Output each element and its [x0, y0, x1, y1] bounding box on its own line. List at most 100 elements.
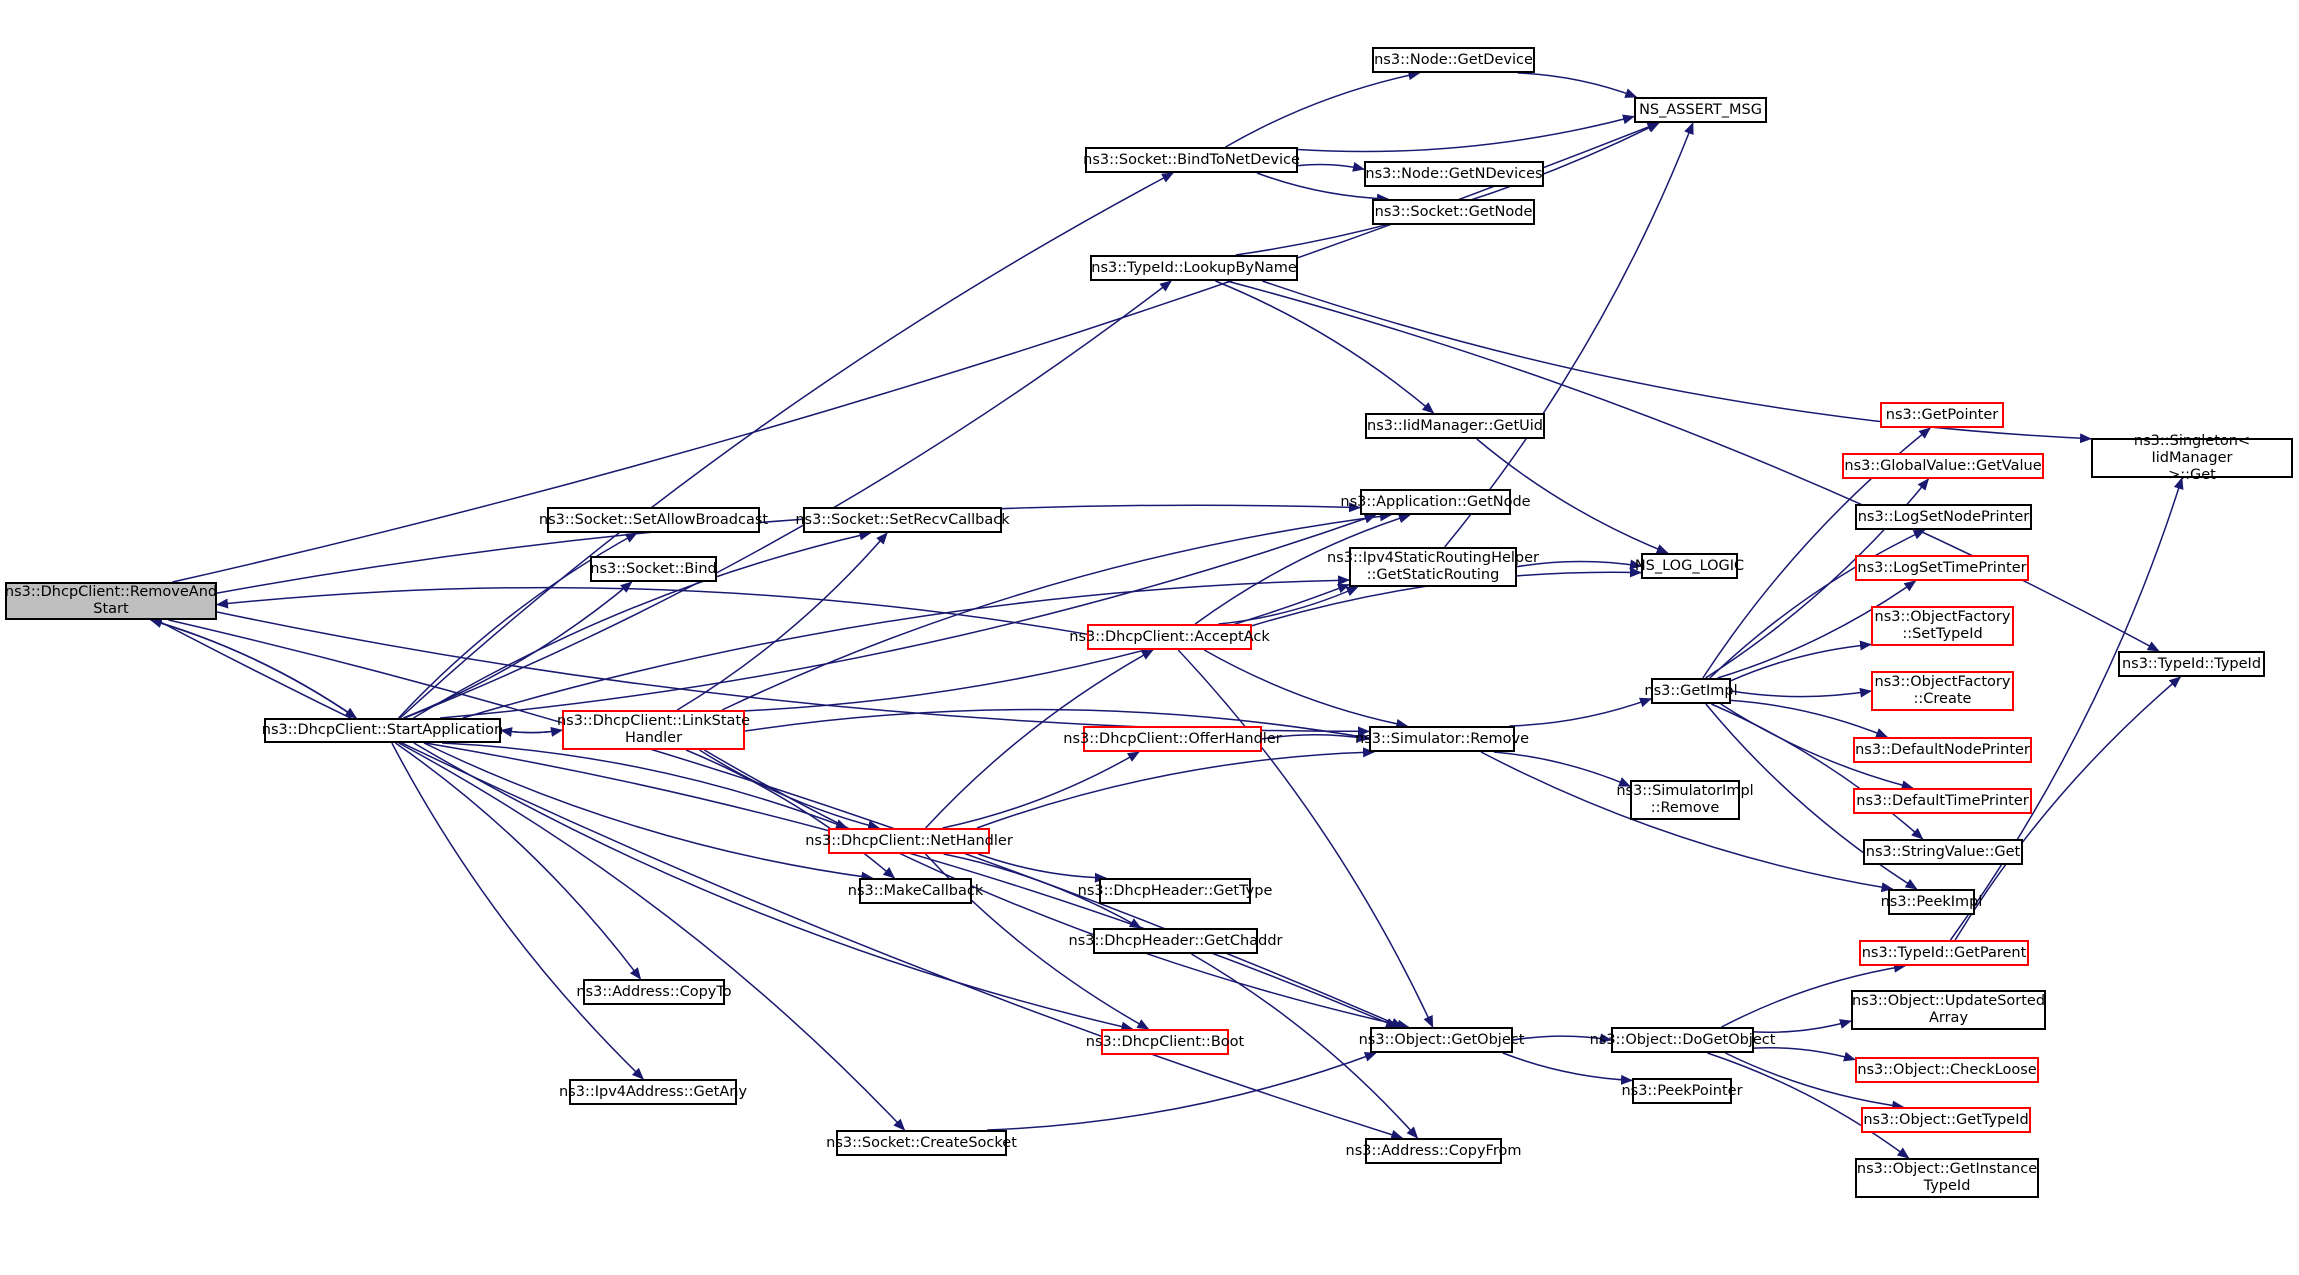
edge-getimpl-to-peekimpl: [1705, 703, 1918, 890]
edge-bindtonetdevice-to-node-getndevices: [1297, 161, 1365, 172]
node-of-create[interactable]: ns3::ObjectFactory ::Create: [1871, 671, 2014, 711]
edge-nethandler-to-dhcpheader-gettype: [977, 853, 1107, 883]
node-peekimpl[interactable]: ns3::PeekImpl: [1881, 889, 1982, 915]
node-dhcpheader-getchaddr[interactable]: ns3::DhcpHeader::GetChaddr: [1069, 928, 1283, 954]
edge-acceptack-to-getstaticrouting: [1218, 586, 1359, 625]
node-stringvalue-get[interactable]: ns3::StringValue::Get: [1863, 839, 2023, 865]
edge-object-getobject-to-dogetobject: [1512, 1033, 1612, 1044]
node-app-getnode[interactable]: ns3::Application::GetNode: [1340, 489, 1531, 515]
node-defaulttimeprinter[interactable]: ns3::DefaultTimePrinter: [1853, 788, 2032, 814]
edge-linkstatehandler-to-startapp: [500, 727, 563, 737]
node-getinstancetypeid[interactable]: ns3::Object::GetInstance TypeId: [1855, 1158, 2039, 1198]
node-node-getdevice[interactable]: ns3::Node::GetDevice: [1372, 47, 1535, 73]
node-ns-log-logic[interactable]: NS_LOG_LOGIC: [1635, 553, 1744, 579]
node-typeid-getparent[interactable]: ns3::TypeId::GetParent: [1859, 940, 2029, 966]
node-object-gettypeid[interactable]: ns3::Object::GetTypeId: [1861, 1107, 2031, 1133]
edge-startapp-to-nethandler: [442, 742, 848, 829]
node-address-copyfrom[interactable]: ns3::Address::CopyFrom: [1346, 1138, 1521, 1164]
edge-getimpl-to-defaultnodeprinter: [1730, 699, 1889, 738]
node-startapp[interactable]: ns3::DhcpClient::StartApplication: [262, 718, 503, 743]
node-typeid-typeid[interactable]: ns3::TypeId::TypeId: [2118, 651, 2265, 677]
node-singleton-get[interactable]: ns3::Singleton< IidManager >::Get: [2091, 433, 2293, 483]
edge-nethandler-to-sim-remove: [976, 747, 1376, 829]
node-makecallback[interactable]: ns3::MakeCallback: [848, 878, 983, 904]
edge-dogetobject-to-updatesortedarray: [1753, 1019, 1852, 1033]
node-getpointer[interactable]: ns3::GetPointer: [1880, 402, 2004, 428]
edge-getimpl-to-logsetnodeprinter: [1709, 529, 1926, 679]
edge-startapp-to-app-getnode: [440, 513, 1377, 719]
edge-linkstatehandler-to-sim-remove: [744, 708, 1370, 742]
edge-typeid-getparent-to-typeid-typeid: [1954, 676, 2182, 941]
edge-startapp-to-object-getobject: [425, 742, 1398, 1028]
node-acceptack[interactable]: ns3::DhcpClient::AcceptAck: [1069, 624, 1270, 650]
edge-getimpl-to-of-create: [1730, 687, 1872, 698]
edge-bindtonetdevice-to-ns-assert-msg: [1297, 114, 1635, 153]
node-simimpl-remove[interactable]: ns3::SimulatorImpl ::Remove: [1616, 780, 1754, 820]
edge-linkstatehandler-to-object-getobject: [703, 749, 1410, 1030]
node-createsocket[interactable]: ns3::Socket::CreateSocket: [826, 1130, 1017, 1156]
node-node-getndevices[interactable]: ns3::Node::GetNDevices: [1364, 161, 1544, 187]
node-dhcpheader-gettype[interactable]: ns3::DhcpHeader::GetType: [1078, 878, 1272, 904]
node-socket-bind[interactable]: ns3::Socket::Bind: [590, 556, 717, 582]
edge-linkstatehandler-to-setrecvcallback: [676, 532, 888, 711]
edge-startapp-to-getstaticrouting: [462, 575, 1350, 719]
edge-lookupbyname-to-iid-getuid: [1215, 280, 1435, 414]
edge-dogetobject-to-checkloose: [1753, 1047, 1856, 1062]
node-of-settypeid[interactable]: ns3::ObjectFactory ::SetTypeId: [1871, 606, 2014, 646]
edge-startapp-to-setallowbroadcast: [398, 532, 638, 719]
edge-nethandler-to-dhcpheader-getchaddr: [943, 853, 1142, 929]
edge-sim-remove-to-peekimpl: [1480, 751, 1894, 893]
node-setallowbroadcast[interactable]: ns3::Socket::SetAllowBroadcast: [539, 507, 768, 533]
edge-getstaticrouting-to-ns-log-logic: [1516, 559, 1642, 570]
node-setrecvcallback[interactable]: ns3::Socket::SetRecvCallback: [795, 507, 1010, 533]
edge-getimpl-to-logsettimeprinter: [1717, 580, 1917, 679]
edge-object-getobject-to-peekpointer: [1502, 1052, 1633, 1085]
edge-startapp-to-setrecvcallback: [412, 530, 872, 719]
edge-nethandler-to-acceptack: [925, 649, 1154, 829]
node-sim-remove[interactable]: ns3::Simulator::Remove: [1355, 726, 1529, 752]
node-object-getobject[interactable]: ns3::Object::GetObject: [1359, 1027, 1524, 1053]
edge-lookupbyname-to-ns-assert-msg: [1235, 122, 1660, 256]
node-defaultnodeprinter[interactable]: ns3::DefaultNodePrinter: [1853, 737, 2032, 763]
edge-bindtonetdevice-to-node-getdevice: [1225, 70, 1421, 148]
edge-getimpl-to-stringvalue-get: [1711, 703, 1924, 840]
node-checkloose[interactable]: ns3::Object::CheckLoose: [1855, 1057, 2039, 1083]
node-nethandler[interactable]: ns3::DhcpClient::NetHandler: [805, 828, 1013, 854]
node-socket-getnode[interactable]: ns3::Socket::GetNode: [1372, 199, 1535, 225]
edge-startapp-to-removeandstart: [149, 618, 357, 719]
node-offerhandler[interactable]: ns3::DhcpClient::OfferHandler: [1063, 726, 1282, 752]
edge-startapp-to-lookupbyname: [404, 280, 1172, 719]
node-logsetnodeprinter[interactable]: ns3::LogSetNodePrinter: [1855, 504, 2032, 530]
node-peekpointer[interactable]: ns3::PeekPointer: [1621, 1078, 1743, 1104]
node-ipv4address-getany[interactable]: ns3::Ipv4Address::GetAny: [559, 1079, 747, 1105]
edge-getimpl-to-defaulttimeprinter: [1720, 703, 1914, 791]
node-linkstatehandler[interactable]: ns3::DhcpClient::LinkState Handler: [557, 710, 750, 750]
edge-bindtonetdevice-to-socket-getnode: [1256, 172, 1389, 204]
node-dogetobject[interactable]: ns3::Object::DoGetObject: [1590, 1027, 1775, 1053]
edge-startapp-to-socket-bind: [403, 581, 633, 719]
edge-removeandstart-to-app-getnode: [216, 502, 1361, 594]
edge-acceptack-to-object-getobject: [1177, 649, 1434, 1028]
edge-dogetobject-to-typeid-getparent: [1721, 962, 1906, 1028]
node-globalvalue-getvalue[interactable]: ns3::GlobalValue::GetValue: [1842, 453, 2044, 479]
node-iid-getuid[interactable]: ns3::IidManager::GetUid: [1365, 413, 1545, 439]
node-ns-assert-msg[interactable]: NS_ASSERT_MSG: [1634, 97, 1767, 123]
edge-linkstatehandler-to-app-getnode: [721, 511, 1392, 711]
edge-dogetobject-to-getinstancetypeid: [1707, 1052, 1910, 1159]
edge-nethandler-to-offerhandler: [942, 751, 1140, 829]
edge-startapp-to-dhcpclient-boot: [413, 742, 1134, 1032]
node-updatesortedarray[interactable]: ns3::Object::UpdateSorted Array: [1851, 990, 2046, 1030]
node-bindtonetdevice[interactable]: ns3::Socket::BindToNetDevice: [1083, 147, 1300, 173]
edge-startapp-to-address-copyto: [395, 742, 642, 980]
edge-sim-remove-to-simimpl-remove: [1493, 751, 1631, 787]
node-dhcpclient-boot[interactable]: ns3::DhcpClient::Boot: [1086, 1029, 1244, 1055]
node-address-copyto[interactable]: ns3::Address::CopyTo: [576, 979, 732, 1005]
edge-createsocket-to-object-getobject: [987, 1052, 1377, 1131]
node-getstaticrouting[interactable]: ns3::Ipv4StaticRoutingHelper ::GetStatic…: [1327, 547, 1539, 587]
node-removeandstart: ns3::DhcpClient::RemoveAnd Start: [5, 582, 217, 620]
edge-node-getdevice-to-ns-assert-msg: [1517, 72, 1638, 98]
node-lookupbyname[interactable]: ns3::TypeId::LookupByName: [1090, 255, 1298, 281]
node-logsettimeprinter[interactable]: ns3::LogSetTimePrinter: [1855, 555, 2029, 581]
node-getimpl[interactable]: ns3::GetImpl: [1644, 678, 1738, 704]
